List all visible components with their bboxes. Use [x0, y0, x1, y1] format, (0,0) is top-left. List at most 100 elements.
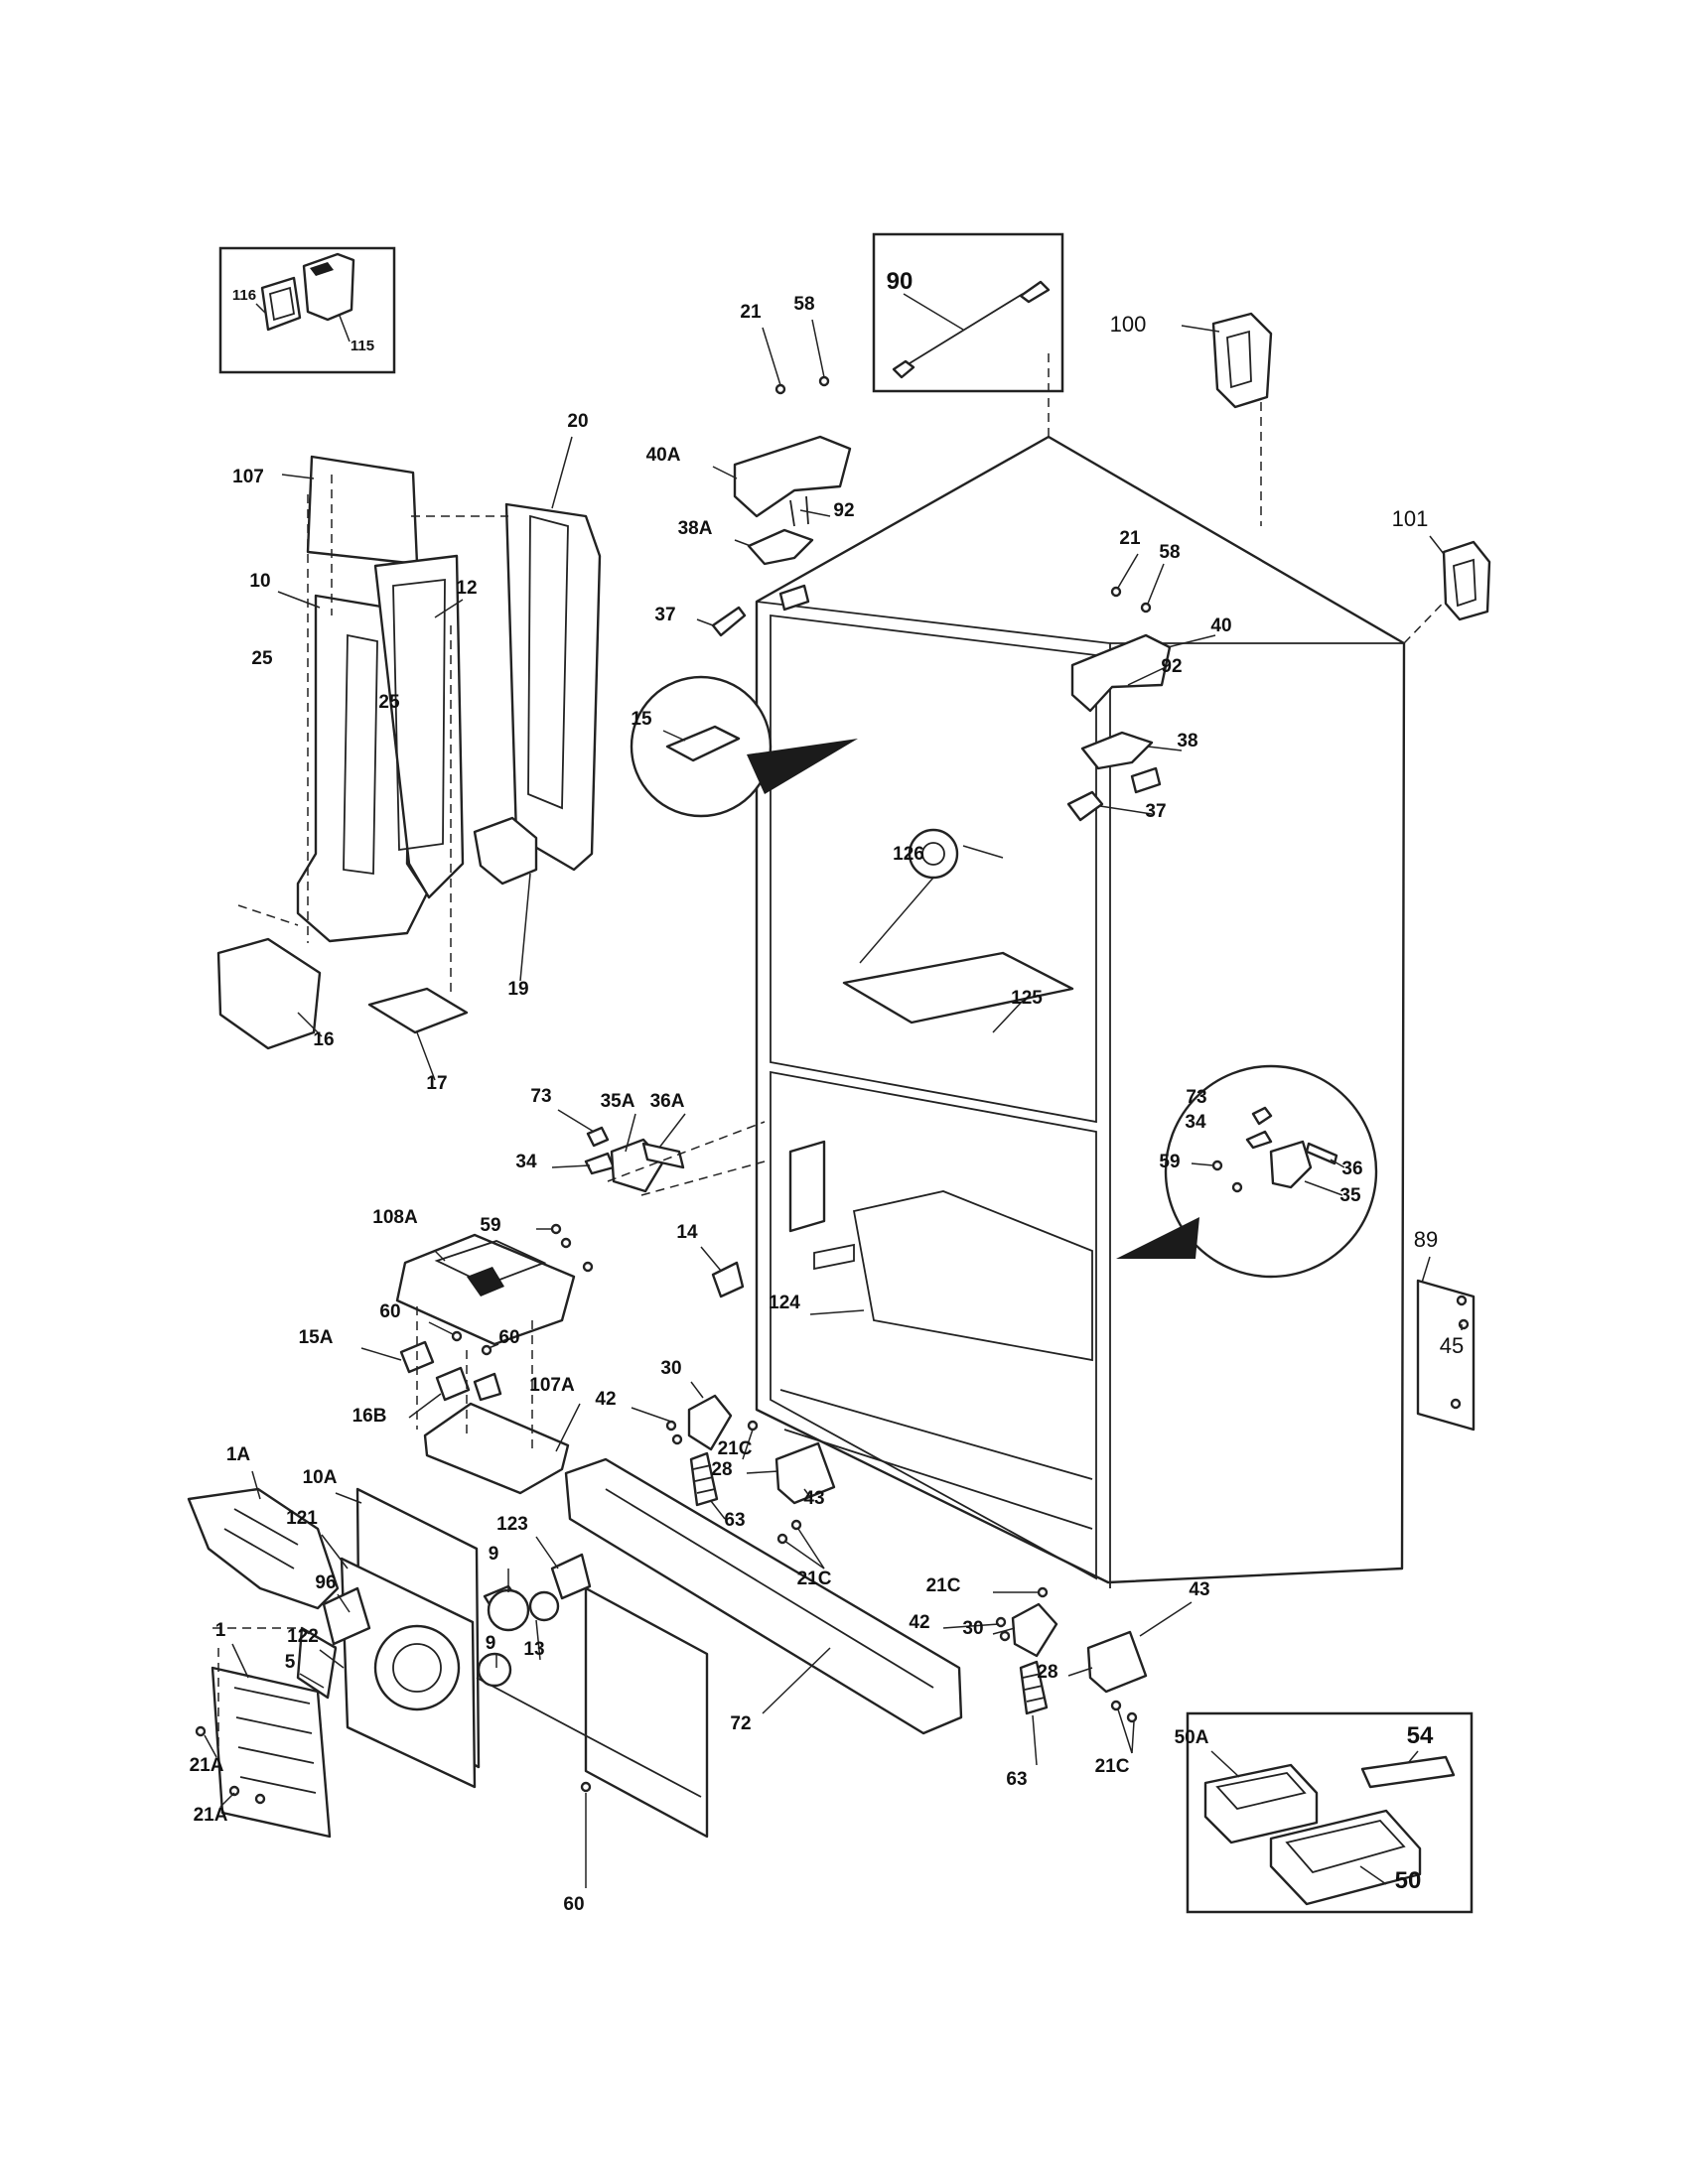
callout-21C: 21C — [718, 1438, 753, 1459]
control-housing-group — [360, 1233, 581, 1495]
callout-42: 42 — [909, 1612, 929, 1633]
callout-10A: 10A — [303, 1467, 338, 1488]
callout-60: 60 — [563, 1894, 584, 1915]
kickplate-72 — [564, 1457, 963, 1735]
callout-21C: 21C — [797, 1569, 832, 1589]
callout-59: 59 — [1159, 1152, 1180, 1172]
callout-100: 100 — [1110, 312, 1147, 337]
callout-42: 42 — [595, 1389, 616, 1410]
callout-125: 125 — [1011, 988, 1043, 1009]
callout-37: 37 — [1145, 801, 1166, 822]
callout-1: 1 — [215, 1620, 226, 1641]
inset-50-54 — [1186, 1711, 1474, 1914]
callout-10: 10 — [249, 571, 270, 592]
callout-36: 36 — [1341, 1159, 1362, 1179]
callout-63: 63 — [724, 1510, 745, 1531]
callout-13: 13 — [523, 1639, 544, 1660]
callout-16: 16 — [313, 1029, 334, 1050]
callout-30: 30 — [962, 1618, 983, 1639]
callout-54: 54 — [1407, 1722, 1434, 1749]
callout-25: 25 — [251, 648, 273, 669]
part-14 — [700, 1246, 745, 1298]
callout-28: 28 — [1037, 1662, 1057, 1683]
callout-89: 89 — [1414, 1227, 1438, 1252]
callout-15A: 15A — [299, 1327, 334, 1348]
callout-35A: 35A — [601, 1091, 635, 1112]
callout-101: 101 — [1392, 506, 1429, 531]
callout-92: 92 — [833, 500, 854, 521]
callout-21A: 21A — [190, 1755, 224, 1776]
hinge-top-right — [1066, 553, 1216, 822]
callout-123: 123 — [496, 1514, 528, 1535]
callout-122: 122 — [287, 1626, 319, 1647]
callout-36A: 36A — [650, 1091, 685, 1112]
callout-38A: 38A — [678, 518, 713, 539]
hinge-top-left — [696, 319, 852, 637]
callout-21A: 21A — [194, 1805, 228, 1826]
callout-20: 20 — [567, 411, 588, 432]
callout-90: 90 — [887, 268, 914, 295]
callout-35: 35 — [1339, 1185, 1361, 1206]
callout-34: 34 — [1185, 1112, 1206, 1133]
callout-40: 40 — [1210, 615, 1231, 636]
callout-30: 30 — [660, 1358, 681, 1379]
callout-15: 15 — [631, 709, 652, 730]
right-side-parts — [1181, 312, 1491, 1432]
callout-12: 12 — [456, 578, 477, 599]
callout-14: 14 — [676, 1222, 698, 1243]
fan-grille-group — [187, 1470, 709, 1888]
magnifier-15 — [630, 675, 858, 818]
callout-25: 25 — [378, 692, 400, 713]
callout-63: 63 — [1006, 1769, 1027, 1790]
callout-21C: 21C — [1095, 1756, 1130, 1777]
callout-50A: 50A — [1175, 1727, 1209, 1748]
callout-72: 72 — [730, 1713, 751, 1734]
callout-5: 5 — [285, 1652, 296, 1673]
callout-9: 9 — [486, 1633, 496, 1654]
callout-40A: 40A — [646, 445, 681, 466]
callout-21: 21 — [1119, 528, 1141, 549]
callout-21C: 21C — [926, 1575, 961, 1596]
bracket-34-35A-36A — [536, 1109, 766, 1273]
callout-17: 17 — [426, 1073, 447, 1094]
callout-73: 73 — [1186, 1087, 1206, 1108]
callout-126: 126 — [893, 844, 924, 865]
callout-34: 34 — [515, 1152, 537, 1172]
inset-115-116 — [218, 246, 396, 374]
callout-38: 38 — [1177, 731, 1197, 751]
callout-59: 59 — [480, 1215, 500, 1236]
callout-60: 60 — [379, 1301, 400, 1322]
callout-1A: 1A — [226, 1444, 251, 1465]
lower-hinge-right — [942, 1586, 1193, 1766]
inset-90 — [872, 232, 1064, 393]
callout-37: 37 — [654, 605, 675, 625]
callout-107: 107 — [232, 467, 264, 487]
callout-9: 9 — [489, 1544, 499, 1565]
callout-43: 43 — [1189, 1579, 1209, 1600]
lower-hinge-left — [631, 1381, 836, 1570]
callout-60: 60 — [498, 1327, 519, 1348]
callout-50: 50 — [1395, 1867, 1422, 1894]
callout-115: 115 — [351, 338, 374, 354]
callout-19: 19 — [507, 979, 528, 1000]
callout-124: 124 — [769, 1293, 800, 1313]
callout-73: 73 — [530, 1086, 551, 1107]
callout-58: 58 — [793, 294, 814, 315]
callout-121: 121 — [286, 1508, 318, 1529]
callout-58: 58 — [1159, 542, 1180, 563]
callout-108A: 108A — [372, 1207, 418, 1228]
callout-43: 43 — [803, 1488, 824, 1509]
duct-assembly — [216, 436, 602, 1081]
callout-28: 28 — [711, 1459, 732, 1480]
refrigerator-cabinet — [755, 347, 1463, 1588]
callout-107A: 107A — [529, 1375, 575, 1396]
callout-45: 45 — [1440, 1333, 1464, 1358]
callout-96: 96 — [315, 1572, 336, 1593]
callout-116: 116 — [232, 287, 256, 304]
magnifier-34-36 — [1116, 1064, 1378, 1279]
callout-16B: 16B — [352, 1406, 387, 1427]
callout-92: 92 — [1161, 656, 1182, 677]
callout-21: 21 — [740, 302, 762, 323]
